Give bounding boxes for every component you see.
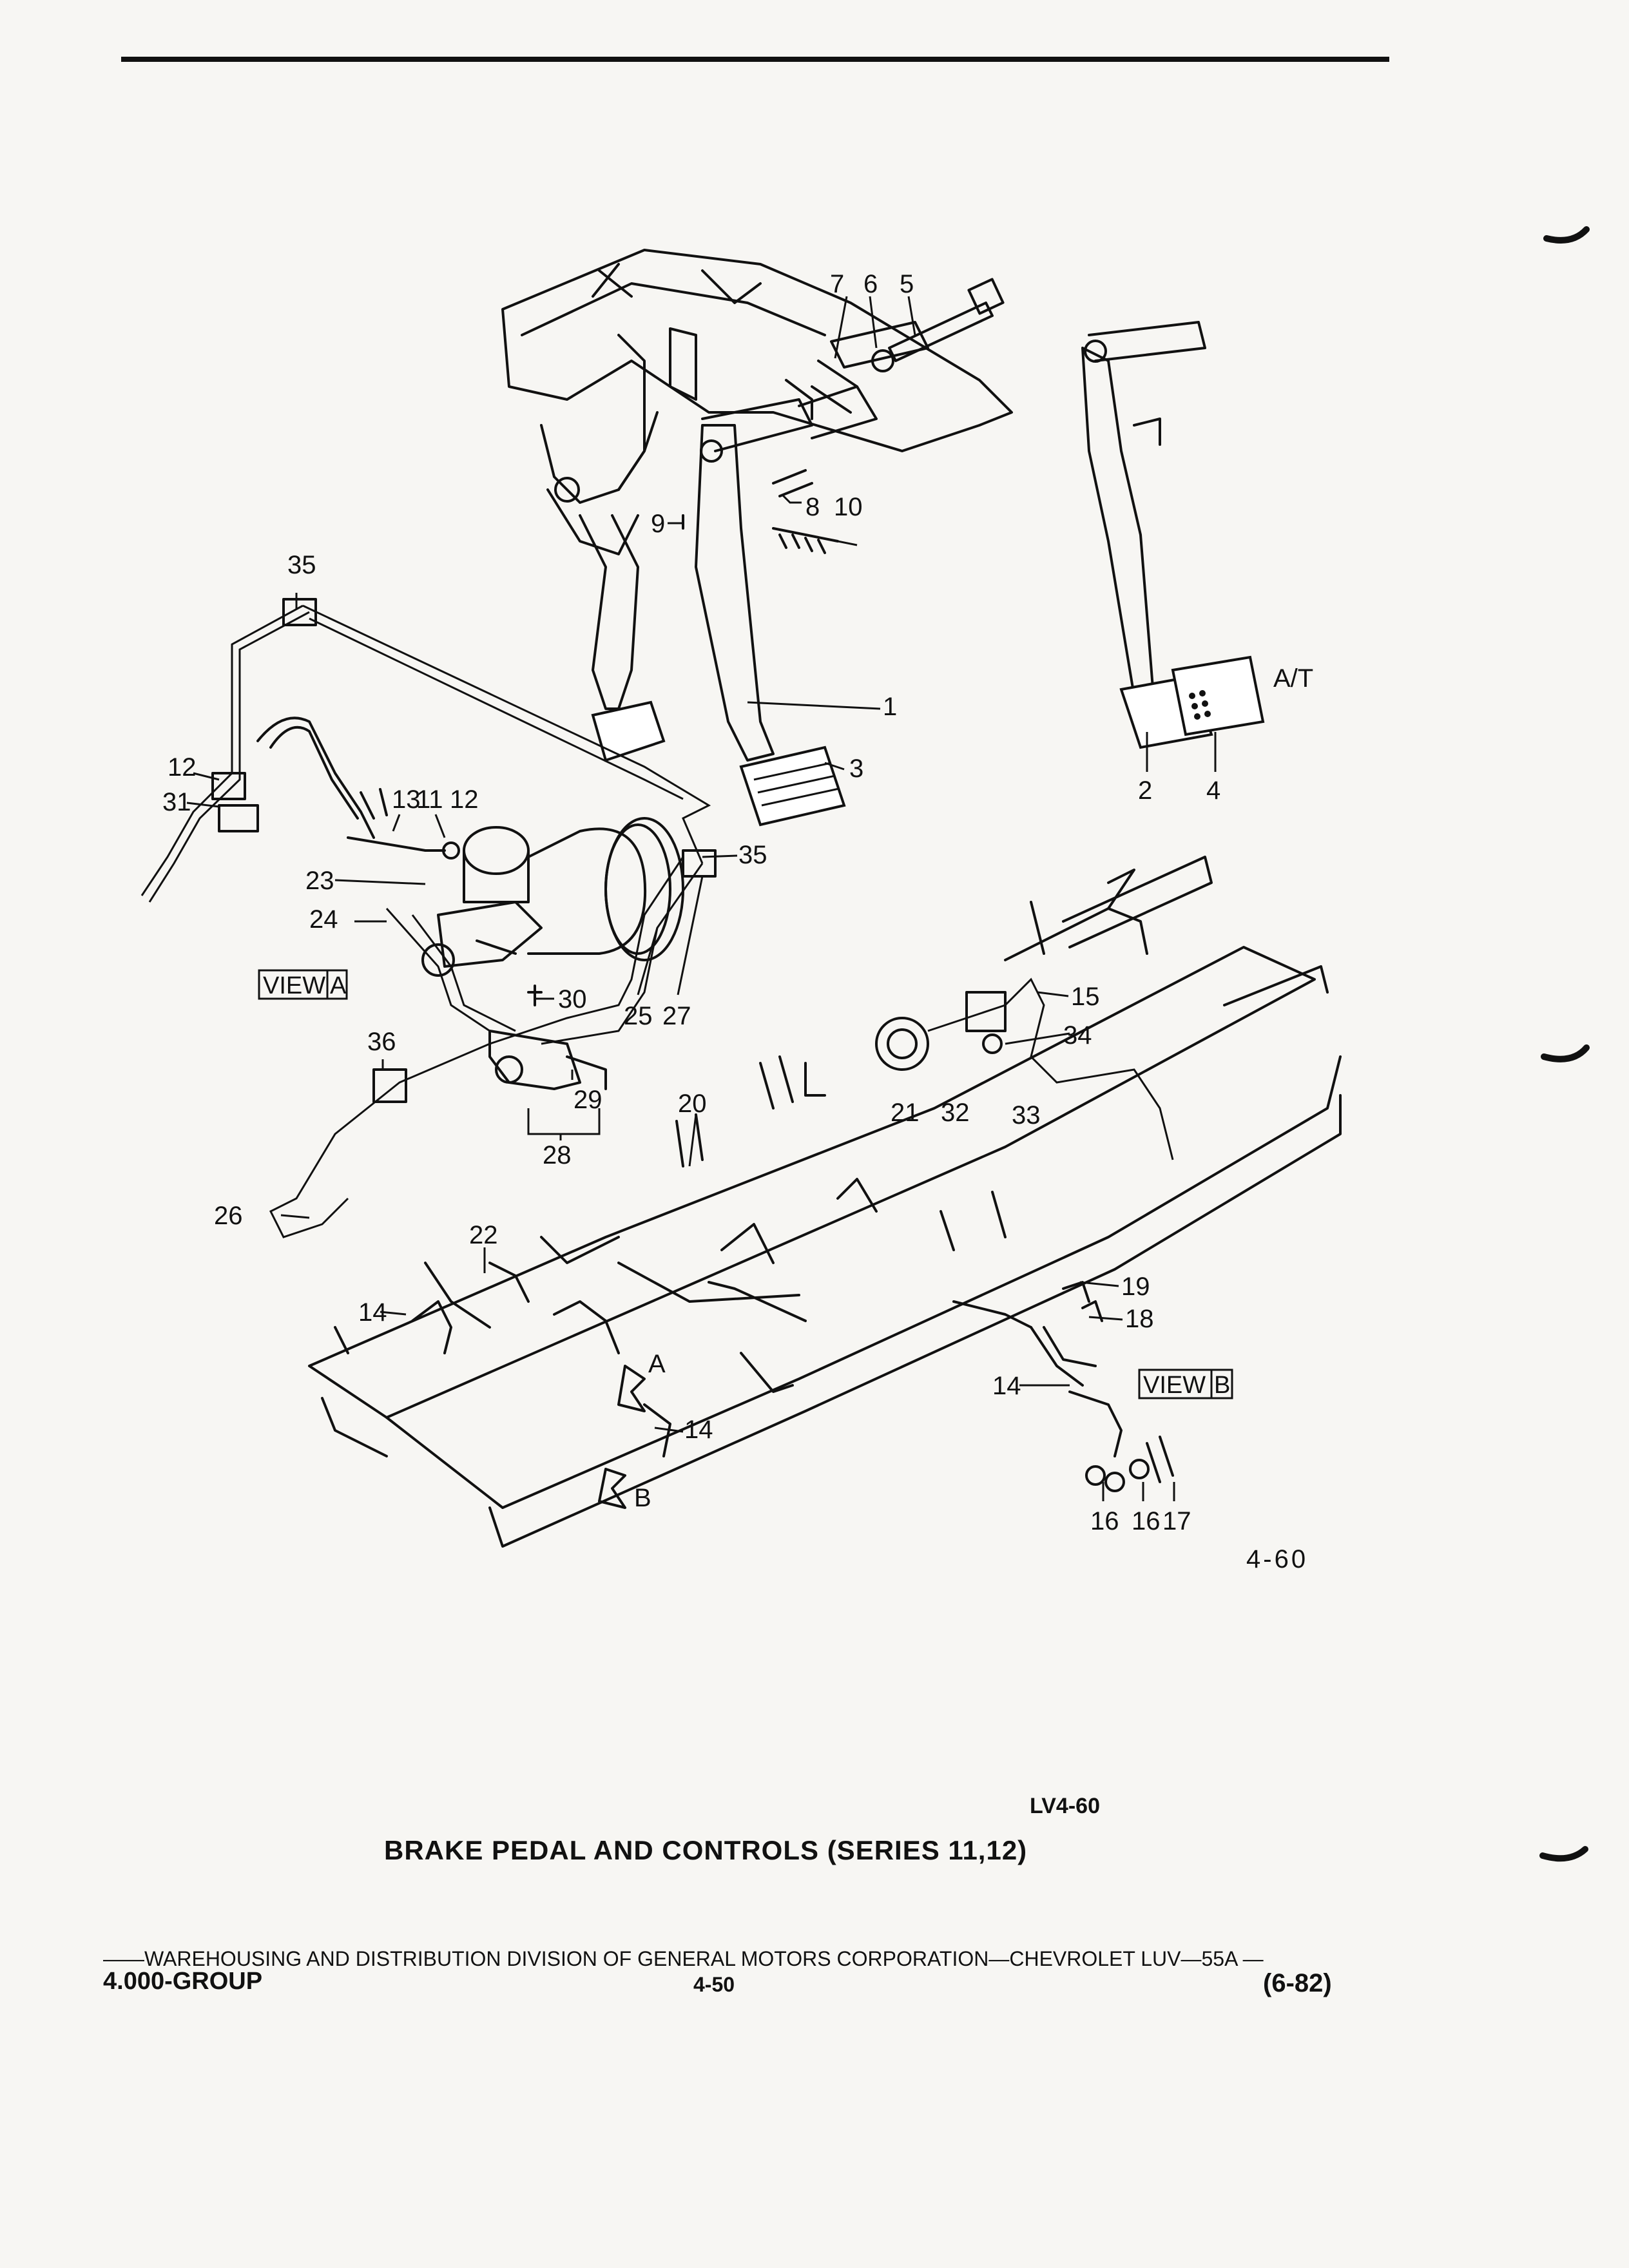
callout-1: 1 (883, 693, 897, 721)
callout-16-b: 16 (1132, 1507, 1161, 1535)
front-brake-area (411, 1262, 671, 1457)
line-clips (211, 598, 717, 1103)
callout-33: 33 (1012, 1101, 1041, 1129)
proportioning-valve (488, 985, 607, 1090)
callout-20: 20 (678, 1090, 707, 1118)
callout-30: 30 (558, 985, 587, 1014)
callout-24: 24 (309, 905, 338, 934)
callout-18: 18 (1125, 1305, 1154, 1333)
callout-14-bottom: 14 (684, 1416, 713, 1444)
callout-32: 32 (941, 1099, 970, 1127)
callout-27: 27 (662, 1002, 691, 1030)
figure-number: 4-60 (1246, 1545, 1309, 1573)
pedal-hardware (682, 278, 1005, 554)
callout-34: 34 (1063, 1021, 1092, 1050)
callout-35-top: 35 (287, 551, 316, 579)
page-title: BRAKE PEDAL AND CONTROLS (SERIES 11,12) (384, 1835, 1028, 1865)
callout-14-viewb: 14 (992, 1372, 1021, 1400)
brake-lines (140, 604, 711, 1238)
master-cylinder-booster (421, 817, 684, 977)
callout-12-right: 12 (450, 785, 479, 814)
view-a-label: VIEW A (258, 969, 348, 1000)
arrow-a-label: A (648, 1350, 666, 1378)
vehicle-frame (308, 856, 1342, 1548)
callout-36: 36 (367, 1028, 396, 1056)
callout-at: A/T (1273, 664, 1313, 693)
view-b-label: VIEW B (1138, 1369, 1233, 1399)
callout-26: 26 (214, 1202, 243, 1230)
callout-labels: 7 6 5 8 9 10 1 3 A/T 2 4 35 12 31 13 11 … (162, 270, 1313, 1535)
binder-marks (1539, 226, 1590, 1862)
view-b-text: VIEW (1143, 1372, 1206, 1399)
view-a-letter: A (330, 972, 347, 999)
callout-8: 8 (805, 493, 820, 521)
view-a-text: VIEW (263, 972, 325, 999)
callout-35-right: 35 (738, 841, 767, 869)
callout-9: 9 (651, 510, 665, 538)
view-b-letter: B (1214, 1372, 1230, 1399)
callout-3: 3 (849, 754, 863, 783)
manual-brake-pedal-left (579, 514, 666, 762)
view-arrows (598, 1365, 646, 1509)
callout-29: 29 (574, 1086, 602, 1114)
callout-11: 11 (416, 785, 443, 814)
callout-21: 21 (891, 1099, 920, 1127)
arrow-a-icon (617, 1365, 646, 1412)
callout-6: 6 (863, 270, 878, 298)
callout-25: 25 (624, 1002, 653, 1030)
callout-12-left: 12 (168, 753, 197, 782)
leader-lines (186, 296, 1217, 1501)
automatic-brake-pedal (1081, 321, 1265, 749)
callout-14-left: 14 (358, 1298, 387, 1327)
rear-brake-area (875, 977, 1174, 1160)
callout-7: 7 (830, 270, 844, 298)
footer-publisher-line: ——WAREHOUSING AND DISTRIBUTION DIVISION … (103, 1947, 1264, 1970)
reference-code: LV4-60 (1030, 1794, 1100, 1818)
callout-2: 2 (1138, 776, 1152, 805)
footer-group: 4.000-GROUP (103, 1968, 263, 1995)
callout-22: 22 (469, 1221, 498, 1249)
callout-5: 5 (900, 270, 914, 298)
footer-page-number: 4-50 (693, 1973, 735, 1996)
callout-16-a: 16 (1090, 1507, 1119, 1535)
callout-28: 28 (543, 1141, 572, 1169)
brake-pedal-1 (695, 385, 878, 827)
callout-31: 31 (162, 788, 191, 816)
callout-23: 23 (305, 867, 334, 895)
arrow-b-label: B (634, 1484, 651, 1512)
top-rule (121, 57, 1389, 62)
pedal-bracket (501, 249, 1013, 555)
arrow-b-icon (598, 1468, 626, 1509)
callout-19: 19 (1121, 1273, 1150, 1301)
callout-10: 10 (834, 493, 863, 521)
footer-date: (6-82) (1263, 1969, 1332, 1997)
callout-4: 4 (1206, 776, 1220, 805)
callout-17: 17 (1162, 1507, 1191, 1535)
callout-13: 13 (392, 785, 421, 814)
callout-15: 15 (1071, 983, 1100, 1011)
